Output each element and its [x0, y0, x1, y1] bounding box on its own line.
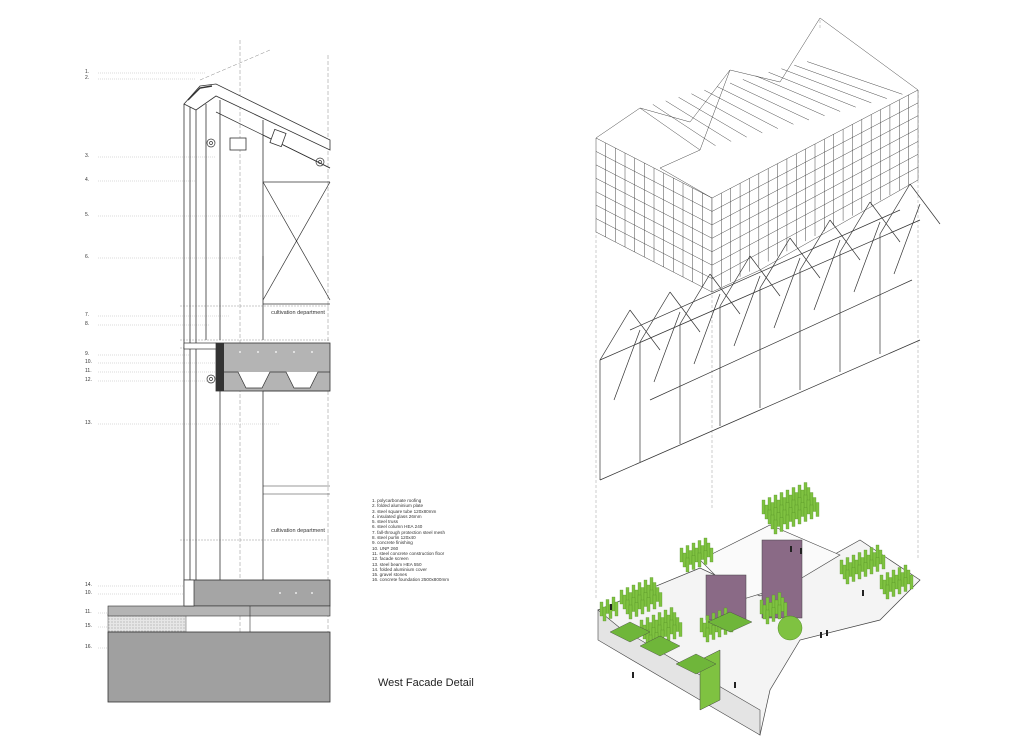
legend-item: 9. concrete finishing	[372, 540, 413, 546]
legend-item: 13. steel beam HEA 550	[372, 561, 422, 567]
legend-item: 12. facade screen	[372, 556, 409, 562]
legend-item: 2. folded aluminium plate	[372, 503, 424, 509]
legend-item: 5. steel truss	[372, 519, 399, 525]
callout-14: 14.	[85, 582, 92, 588]
facade-section-drawing	[98, 40, 331, 703]
drawing-title: West Facade Detail	[378, 677, 474, 689]
legend-item: 8. steel purlin 120x40	[372, 535, 416, 541]
callout-5: 5.	[85, 212, 90, 218]
legend-item: 15. gravel stones	[372, 572, 407, 578]
steel-frame-layer	[599, 183, 941, 481]
cultivation-floors-layer	[597, 482, 921, 736]
legend-item: 6. steel column HEA 240	[372, 524, 423, 530]
callout-10b: 10.	[85, 590, 92, 596]
glass-envelope-layer	[595, 17, 919, 293]
legend-item: 7. fall-through protection steel mesh	[372, 529, 446, 535]
cultivation-department-lower: cultivation department	[271, 528, 325, 534]
legend-item: 10. UNP 260	[372, 545, 399, 551]
callout-4: 4.	[85, 177, 90, 183]
callout-15: 15.	[85, 623, 92, 629]
callout-9: 9.	[85, 351, 90, 357]
cultivation-department-upper: cultivation department	[271, 310, 325, 316]
callout-11b: 11.	[85, 609, 92, 615]
legend-item: 4. insulated glass 26mm	[372, 513, 422, 519]
callout-16: 16.	[85, 644, 92, 650]
legend-item: 14. folded aluminium cover	[372, 566, 427, 572]
callout-13: 13.	[85, 420, 92, 426]
callout-2: 2.	[85, 75, 90, 81]
callout-11: 11.	[85, 368, 92, 374]
legend-item: 11. steel concrete construction floor	[372, 550, 445, 556]
callout-1: 1.	[85, 69, 90, 75]
callout-7: 7.	[85, 312, 90, 318]
callout-8: 8.	[85, 321, 90, 327]
callout-6: 6.	[85, 254, 90, 260]
callout-3: 3.	[85, 153, 90, 159]
callout-10: 10.	[85, 359, 92, 365]
exploded-axonometric	[595, 17, 941, 736]
legend-list: 1. polycarbonate roofing 2. folded alumi…	[372, 498, 512, 583]
legend-item: 1. polycarbonate roofing	[372, 498, 422, 503]
legend-item: 3. steel square tube 120x80mm	[372, 508, 437, 514]
callout-12: 12.	[85, 377, 92, 383]
legend-item: 16. concrete foundation 2500x800mm	[372, 577, 450, 583]
